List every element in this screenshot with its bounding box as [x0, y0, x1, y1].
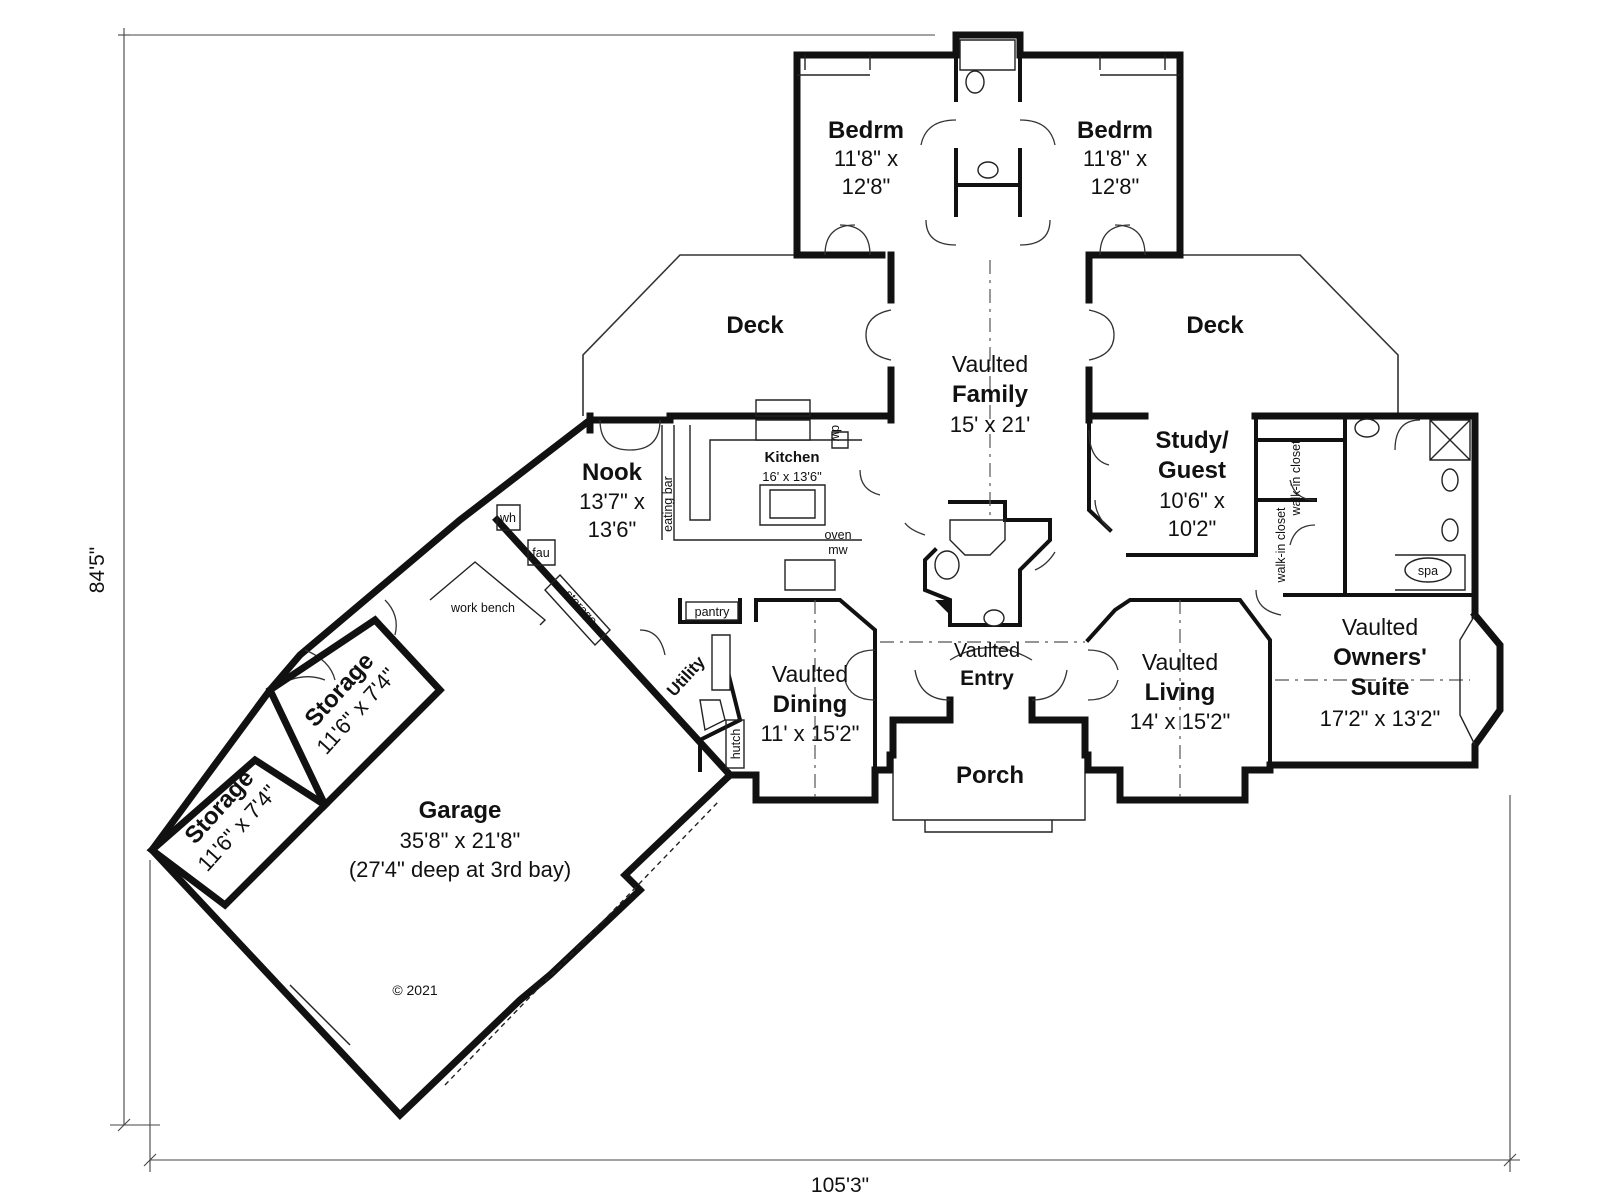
- entry-name: Entry: [960, 667, 1014, 690]
- kitchen-fixtures: [599, 399, 881, 591]
- study-name-2: Guest: [1158, 457, 1226, 484]
- entry-vaulted: Vaulted: [954, 640, 1020, 662]
- porch: [892, 755, 1086, 833]
- bedroom-right-dim2: 12'8": [1091, 174, 1140, 199]
- hutch-box: [725, 719, 745, 769]
- nook-dim-2: 13'6": [588, 517, 637, 542]
- kitchen-dims: 16' x 13'6": [762, 469, 822, 484]
- bedroom-right-name: Bedrm: [1077, 117, 1153, 144]
- utility-fixtures: [639, 629, 731, 732]
- living-dims: 14' x 15'2": [1130, 709, 1231, 734]
- nook-name: Nook: [582, 459, 643, 486]
- pantry-label: pantry: [695, 605, 730, 619]
- family-dims: 15' x 21': [950, 412, 1031, 437]
- overall-width-label: 105'3": [811, 1174, 869, 1197]
- owners-name: Owners': [1333, 644, 1427, 671]
- owners-dims: 17'2" x 13'2": [1320, 706, 1441, 731]
- garage-name: Garage: [419, 797, 502, 824]
- dining-vaulted: Vaulted: [772, 661, 848, 687]
- utility-label: Utility: [663, 652, 709, 700]
- fau-label: fau: [532, 546, 549, 560]
- family-room-doors: [865, 309, 1115, 361]
- storage-walls-2: [146, 755, 331, 910]
- living-vaulted: Vaulted: [1142, 649, 1218, 675]
- work-bench-label: work bench: [450, 601, 515, 615]
- garage-note: (27'4" deep at 3rd bay): [349, 857, 571, 882]
- walkin-closet-2: walk-in closet: [1274, 507, 1288, 584]
- study-name-1: Study/: [1155, 427, 1229, 454]
- mechanical-closet: [496, 504, 611, 647]
- bedroom-left-name: Bedrm: [828, 117, 904, 144]
- work-bench: [429, 561, 547, 626]
- deck-left: [582, 254, 885, 416]
- owners-suite-fixtures: [1088, 418, 1476, 746]
- spa-label: spa: [1418, 564, 1438, 578]
- bedroom-left-dim2: 12'8": [842, 174, 891, 199]
- walkin-closet-1: walk-in closet: [1289, 440, 1303, 517]
- oven-label: oven: [824, 528, 851, 542]
- deck-right: [1090, 254, 1399, 416]
- dining-name: Dining: [773, 691, 848, 718]
- deck-right-label: Deck: [1186, 312, 1244, 339]
- dw-label: dw: [829, 425, 843, 442]
- kitchen-title: Kitchen: [764, 449, 819, 466]
- bedroom-right-dim1: 11'8" x: [1083, 146, 1147, 171]
- deck-left-label: Deck: [726, 312, 784, 339]
- living-name: Living: [1145, 679, 1216, 706]
- family-vaulted: Vaulted: [952, 351, 1028, 377]
- mw-label: mw: [828, 543, 848, 557]
- overall-depth-label: 84'5": [86, 547, 109, 594]
- garage-dims: 35'8" x 21'8": [400, 828, 521, 853]
- owners-name-2: Suite: [1351, 674, 1410, 701]
- bedroom-wing-details: [797, 39, 1180, 256]
- central-bath-block: [904, 500, 1056, 627]
- storage-small-label: storage: [562, 587, 600, 627]
- dimension-lines: [110, 28, 1520, 1172]
- wh-label: wh: [499, 511, 516, 525]
- family-name: Family: [952, 381, 1029, 408]
- study-dim-2: 10'2": [1168, 516, 1217, 541]
- storage-walls: [265, 615, 445, 811]
- copyright-label: © 2021: [392, 982, 438, 998]
- study-dim-1: 10'6" x: [1159, 488, 1225, 513]
- hutch-label: hutch: [729, 729, 743, 760]
- nook-dim-1: 13'7" x: [579, 489, 645, 514]
- pantry-box: [685, 601, 739, 621]
- eating-bar-label: eating bar: [661, 476, 675, 532]
- owners-vaulted: Vaulted: [1342, 614, 1418, 640]
- dining-dims: 11' x 15'2": [761, 721, 860, 746]
- porch-label: Porch: [956, 762, 1024, 789]
- bedroom-left-dim1: 11'8" x: [834, 146, 898, 171]
- front-doors: [844, 646, 1119, 701]
